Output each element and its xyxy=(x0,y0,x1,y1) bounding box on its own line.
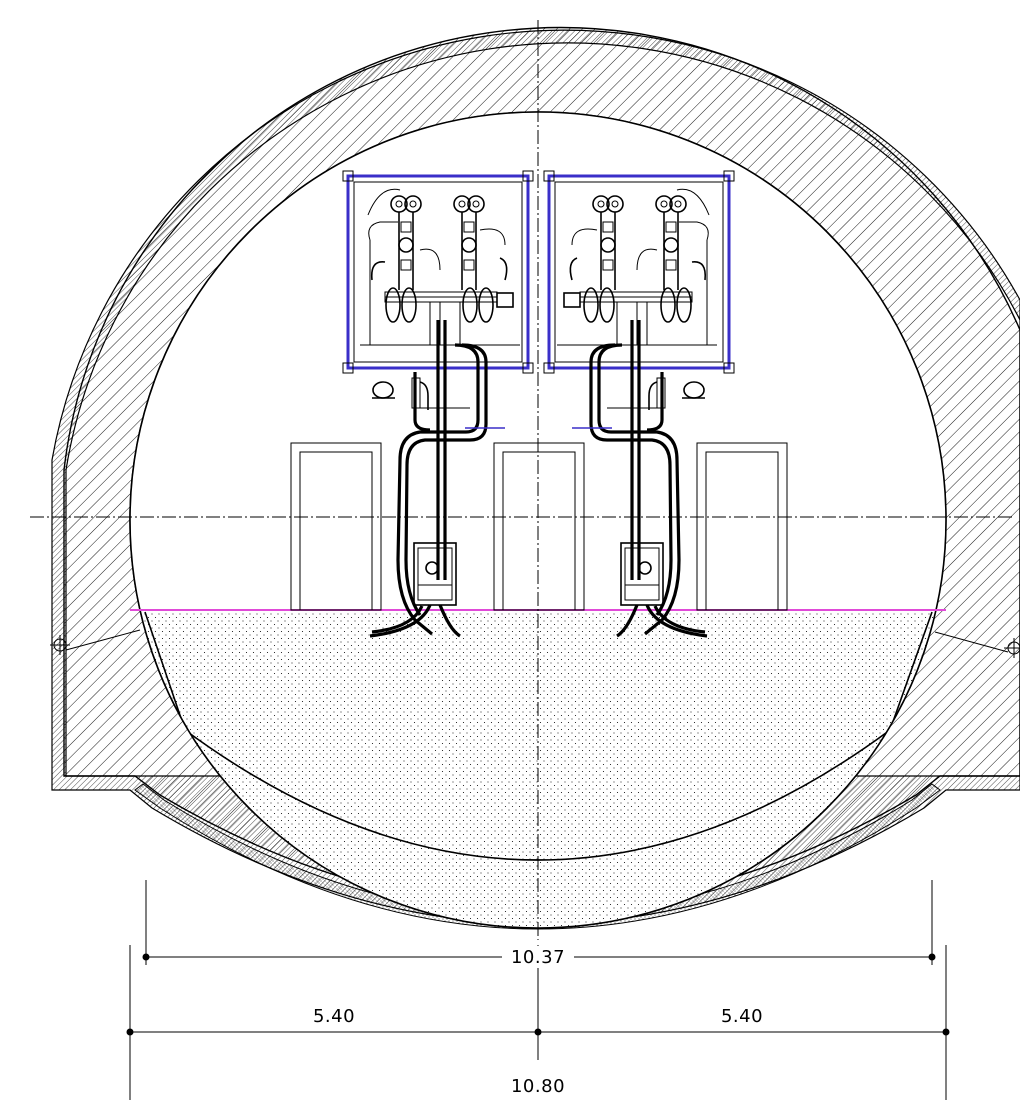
junction-box xyxy=(413,542,457,606)
centerlines xyxy=(30,20,1015,940)
door-frames xyxy=(290,442,788,611)
anchor-left xyxy=(50,629,141,655)
terminal-hook xyxy=(372,377,429,410)
door-frame-center xyxy=(493,442,585,611)
insulator-group-b xyxy=(453,195,485,290)
panel-corner-brackets xyxy=(342,170,534,374)
dim-right-half: 5.40 xyxy=(721,1006,763,1027)
insulator-group-a xyxy=(390,195,422,290)
tunnel-structure xyxy=(50,26,1020,930)
dim-inner-width: 10.37 xyxy=(511,947,565,968)
dim-outer-width: 10.80 xyxy=(511,1076,565,1097)
cable-exit xyxy=(369,604,461,638)
dim-left-half: 5.40 xyxy=(313,1006,355,1027)
equipment-assembly-left xyxy=(342,170,534,638)
anchor-right xyxy=(934,631,1020,658)
invert-fill xyxy=(130,610,946,928)
door-frame-left xyxy=(290,442,382,611)
door-frame-right xyxy=(696,442,788,611)
cable-bundle xyxy=(396,320,488,636)
